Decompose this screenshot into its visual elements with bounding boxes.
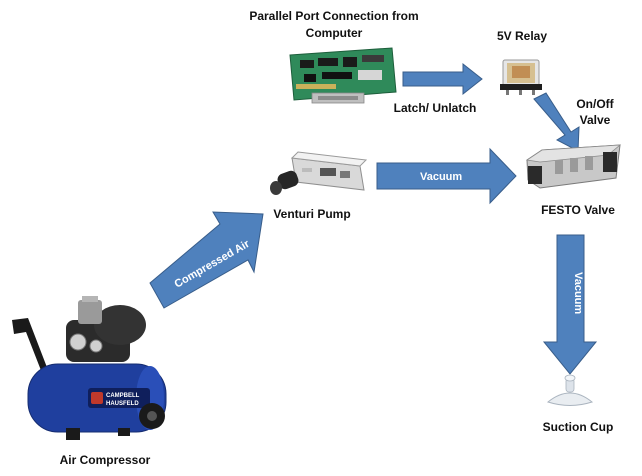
arrow-relay-to-festo: [533, 92, 580, 152]
arrow-vacuum-horizontal: [376, 147, 517, 205]
vacuum-horizontal-label: Vacuum: [420, 171, 462, 183]
arrow-compressed-air: [149, 211, 264, 309]
festo-valve-image: [525, 144, 622, 189]
suction-cup-label: Suction Cup: [542, 420, 614, 434]
venturi-pump-image: [270, 151, 368, 195]
onoff-valve-label-line2: Valve: [579, 113, 611, 127]
venturi-pump-label: Venturi Pump: [273, 207, 351, 221]
latch-unlatch-label: Latch/ Unlatch: [393, 101, 477, 115]
onoff-valve-label-line1: On/Off: [576, 97, 614, 111]
vacuum-vertical-label: Vacuum: [572, 272, 584, 314]
air-compressor-label: Air Compressor: [59, 453, 151, 467]
parallel-port-label-line1: Parallel Port Connection from: [249, 9, 419, 23]
brand-line1: CAMPBELL: [106, 393, 140, 399]
relay-label: 5V Relay: [496, 29, 548, 43]
festo-valve-label: FESTO Valve: [541, 203, 615, 217]
parallel-port-board-image: [289, 47, 397, 104]
arrow-latch: [402, 62, 483, 96]
arrow-vacuum-vertical: [542, 234, 598, 375]
suction-cup-image: [546, 374, 594, 406]
parallel-port-label-line2: Computer: [305, 26, 363, 40]
brand-line2: HAUSFELD: [106, 401, 139, 407]
relay-image: [500, 59, 542, 95]
air-compressor-image: CAMPBELL HAUSFELD: [12, 296, 167, 440]
